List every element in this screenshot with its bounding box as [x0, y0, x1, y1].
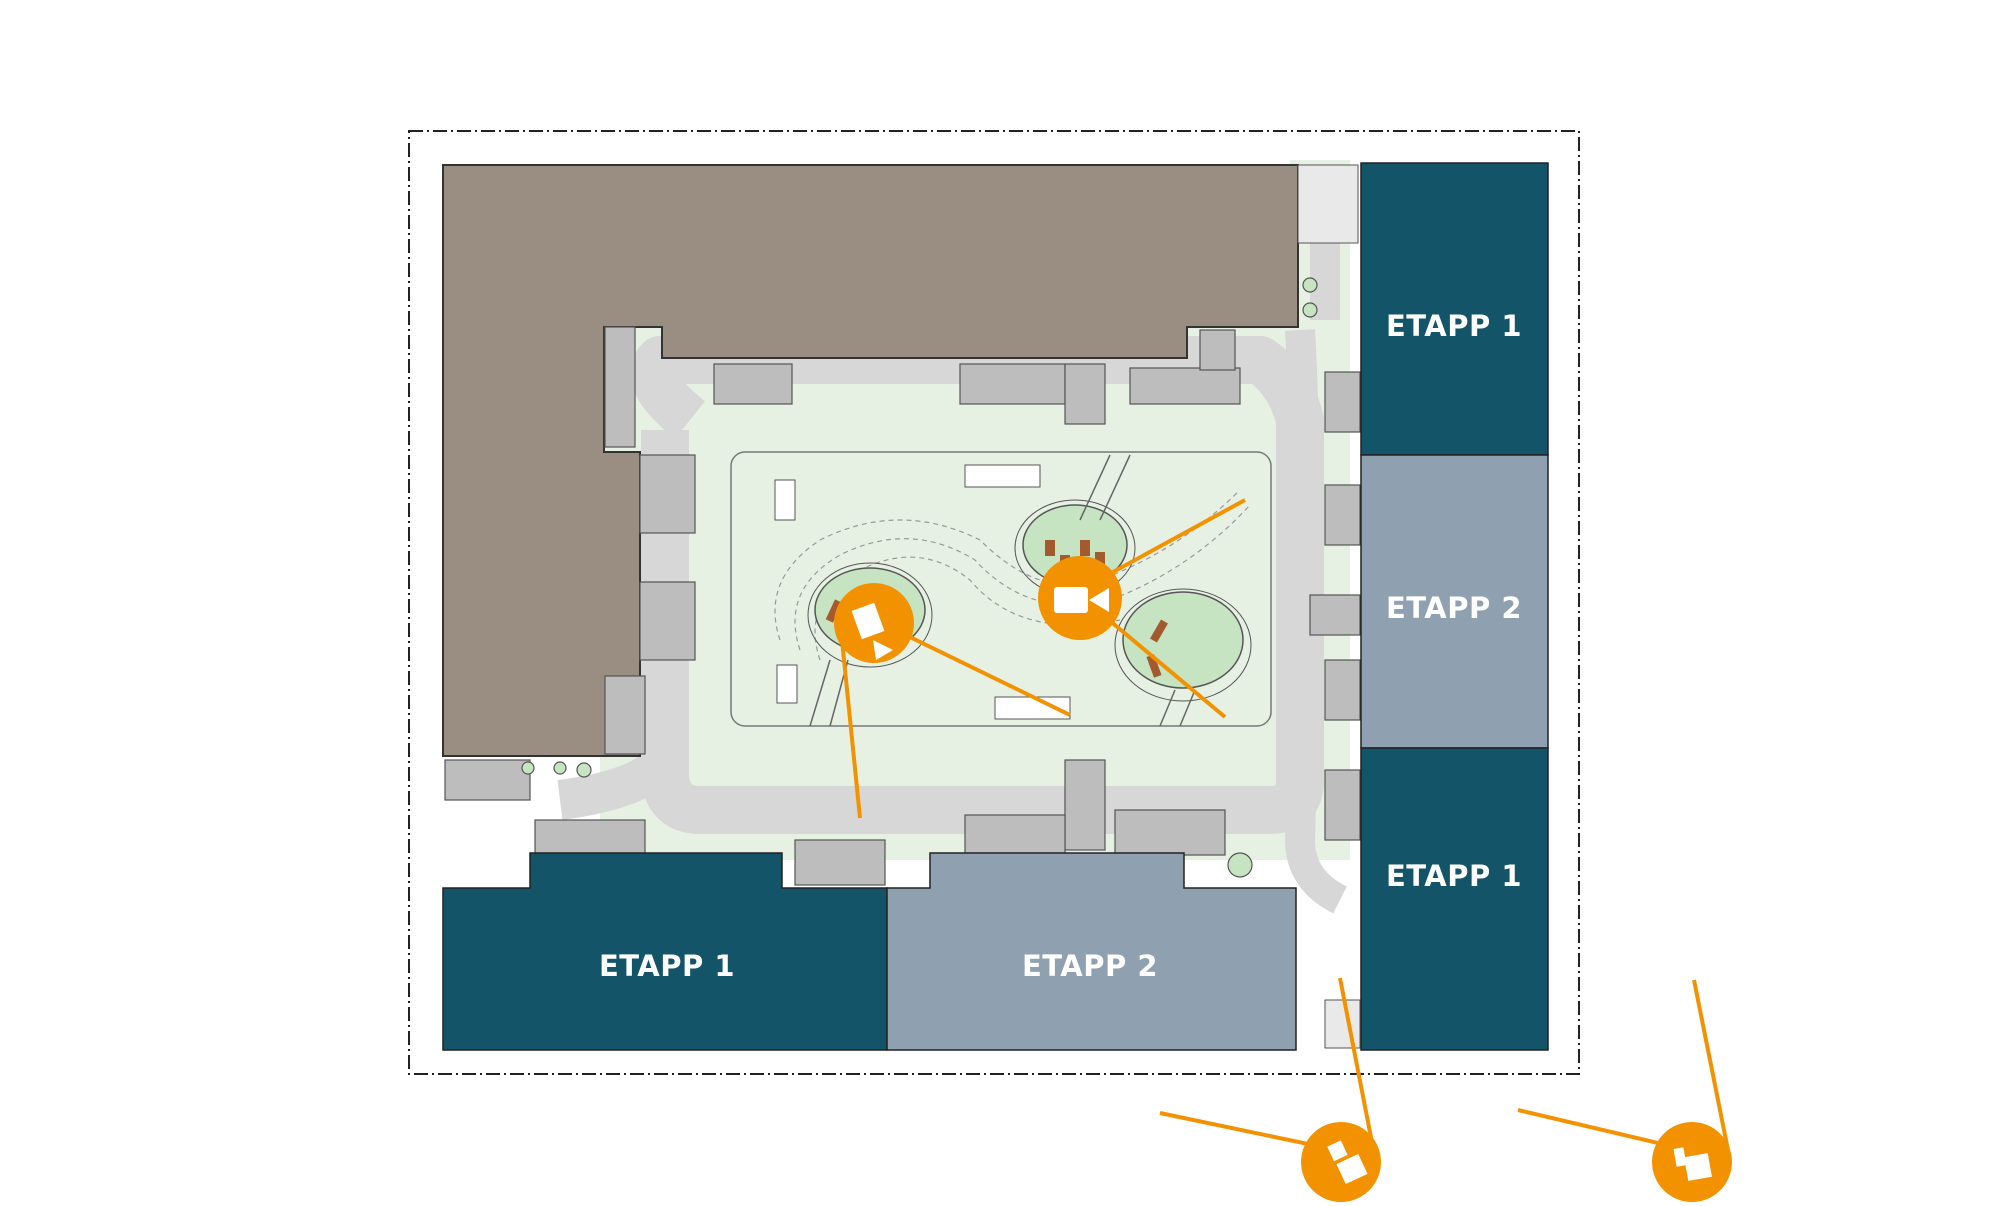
phase-label: ETAPP 1: [1386, 859, 1522, 893]
trees: [521, 277, 1318, 878]
stairs: [1297, 164, 1361, 1049]
video-camera-icon[interactable]: [1038, 556, 1122, 640]
phase-south-west: ETAPP 1: [442, 852, 888, 1051]
phase-east-middle: ETAPP 2: [1360, 454, 1549, 749]
phase-east-south: ETAPP 1: [1360, 747, 1549, 1051]
phase-label: ETAPP 2: [1386, 591, 1522, 625]
walking-path: [557, 170, 1348, 914]
building-entrances: [444, 326, 1361, 886]
phase-east-north: ETAPP 1: [1360, 162, 1549, 456]
phase-south-middle: ETAPP 2: [886, 852, 1297, 1051]
phase-label: ETAPP 1: [599, 949, 735, 983]
inner-paths: [809, 454, 1196, 727]
phase-label: ETAPP 2: [1022, 949, 1158, 983]
phase-label: ETAPP 1: [1386, 309, 1522, 343]
existing-building: [442, 164, 1299, 757]
play-path: [774, 489, 1251, 661]
photo-camera-icon[interactable]: [834, 583, 914, 663]
photo-camera-icon[interactable]: [1652, 1122, 1732, 1202]
property-boundary: [408, 130, 1580, 1075]
photo-camera-icon[interactable]: [1301, 1122, 1381, 1202]
lawn-island-east: [1122, 591, 1244, 689]
phase-buildings: ETAPP 1 ETAPP 2 ETAPP 1 ETAPP 1 ETAPP 2: [442, 162, 1549, 1051]
bike-racks: [774, 464, 1071, 720]
